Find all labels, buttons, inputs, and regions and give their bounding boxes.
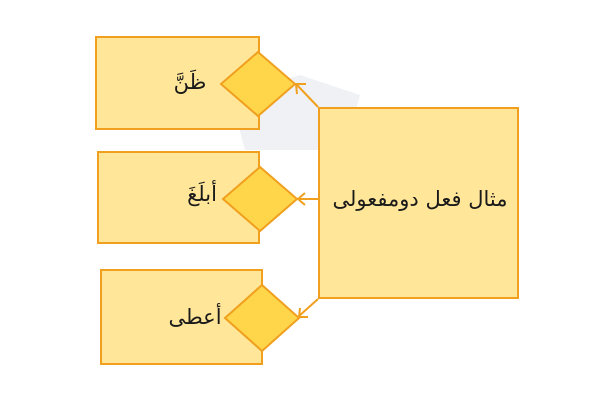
branch-label-2: أبلَغَ — [187, 182, 217, 206]
diamond-2 — [221, 165, 299, 233]
branch-label-1: ظَنَّ — [173, 70, 207, 94]
center-box — [318, 107, 519, 299]
center-label: مثال فعل دومفعولی — [332, 187, 508, 211]
connector-line-1 — [296, 84, 319, 108]
diamond-1 — [219, 50, 297, 118]
connector-line-3 — [298, 298, 319, 317]
branch-label-3: أعطی — [168, 305, 222, 329]
diamond-3 — [223, 283, 301, 353]
